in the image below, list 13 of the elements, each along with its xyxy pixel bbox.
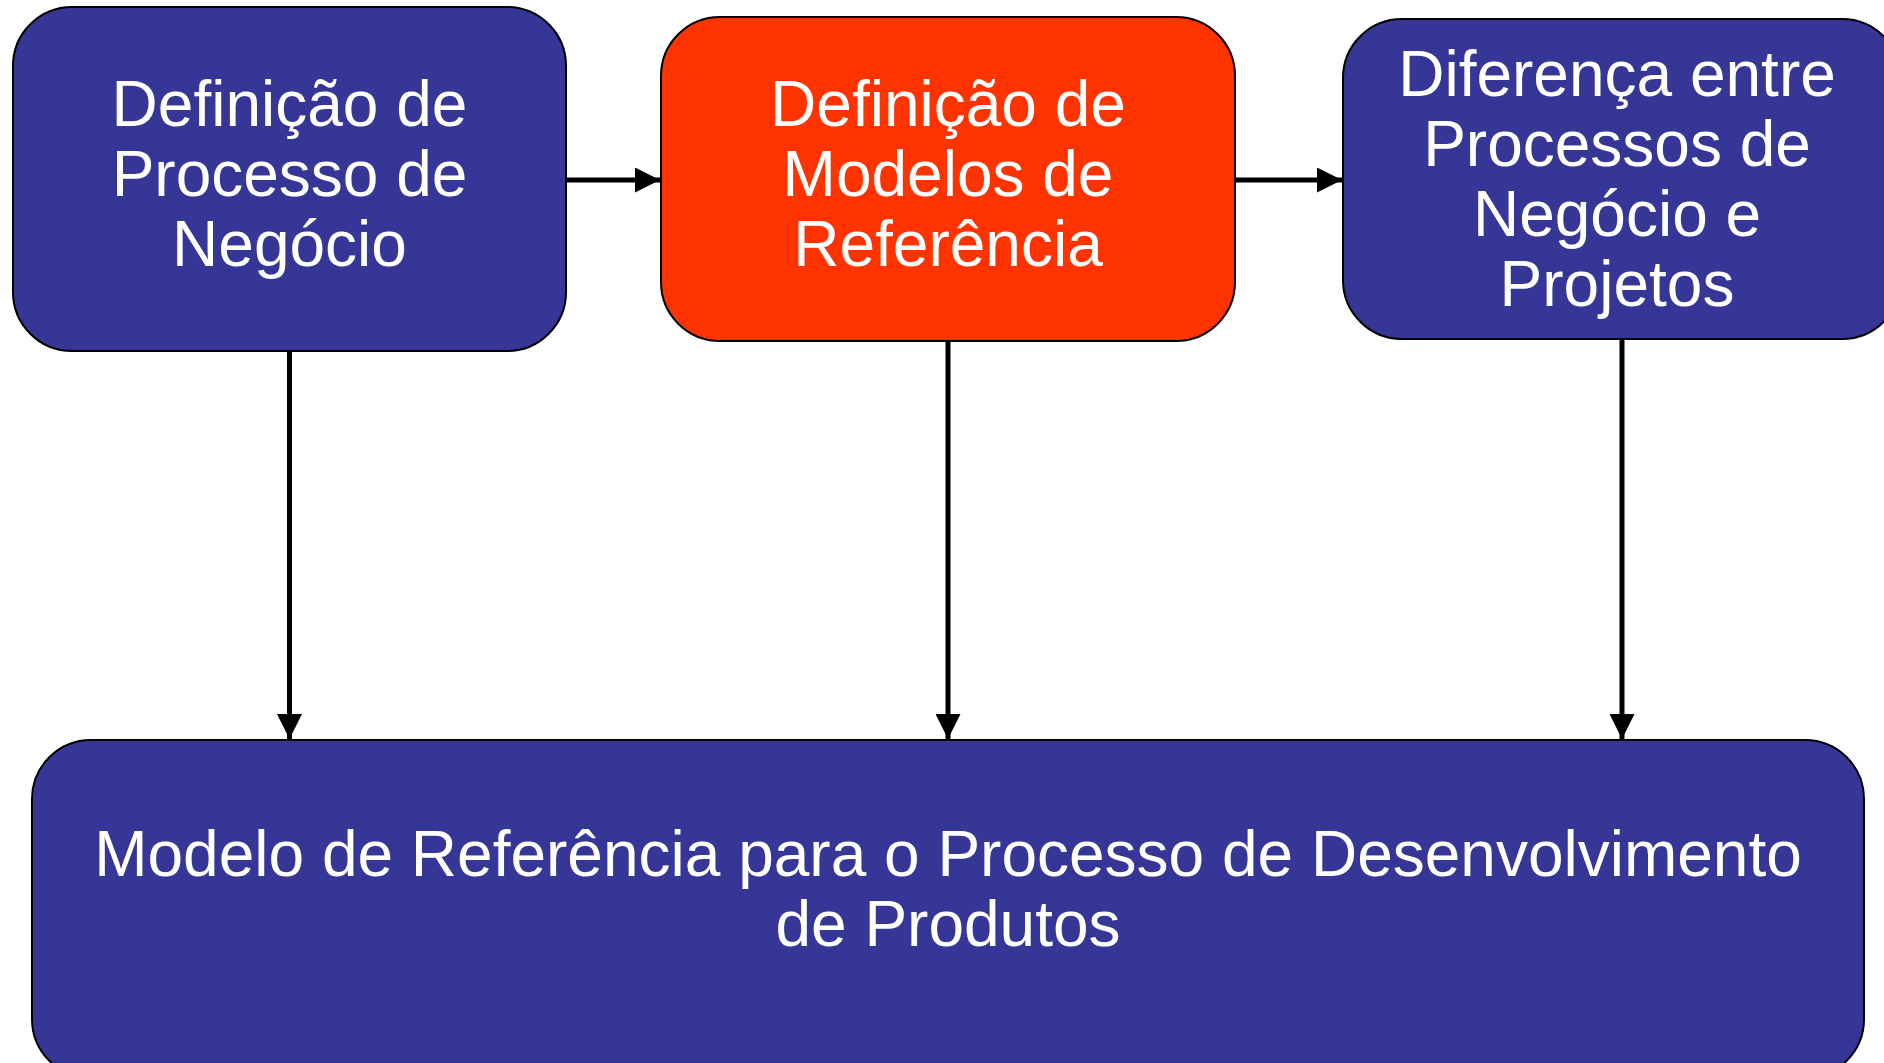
process-box <box>660 16 1236 342</box>
arrow <box>1236 167 1342 193</box>
box-label: Diferença entre Processos de Negócio e Projetos <box>1397 39 1837 319</box>
box-label: Definição de Processo de Negócio <box>110 69 469 279</box>
process-box <box>1342 18 1884 340</box>
process-box <box>12 6 567 352</box>
box-label: Modelo de Referência para o Processo de Desenvolvimento de Produtos <box>93 819 1803 959</box>
arrow <box>1609 340 1635 739</box>
arrow <box>277 352 302 739</box>
arrow <box>935 342 961 739</box>
arrow <box>567 167 660 193</box>
box-label: Definição de Modelos de Referência <box>769 69 1127 279</box>
process-box <box>31 739 1865 1063</box>
